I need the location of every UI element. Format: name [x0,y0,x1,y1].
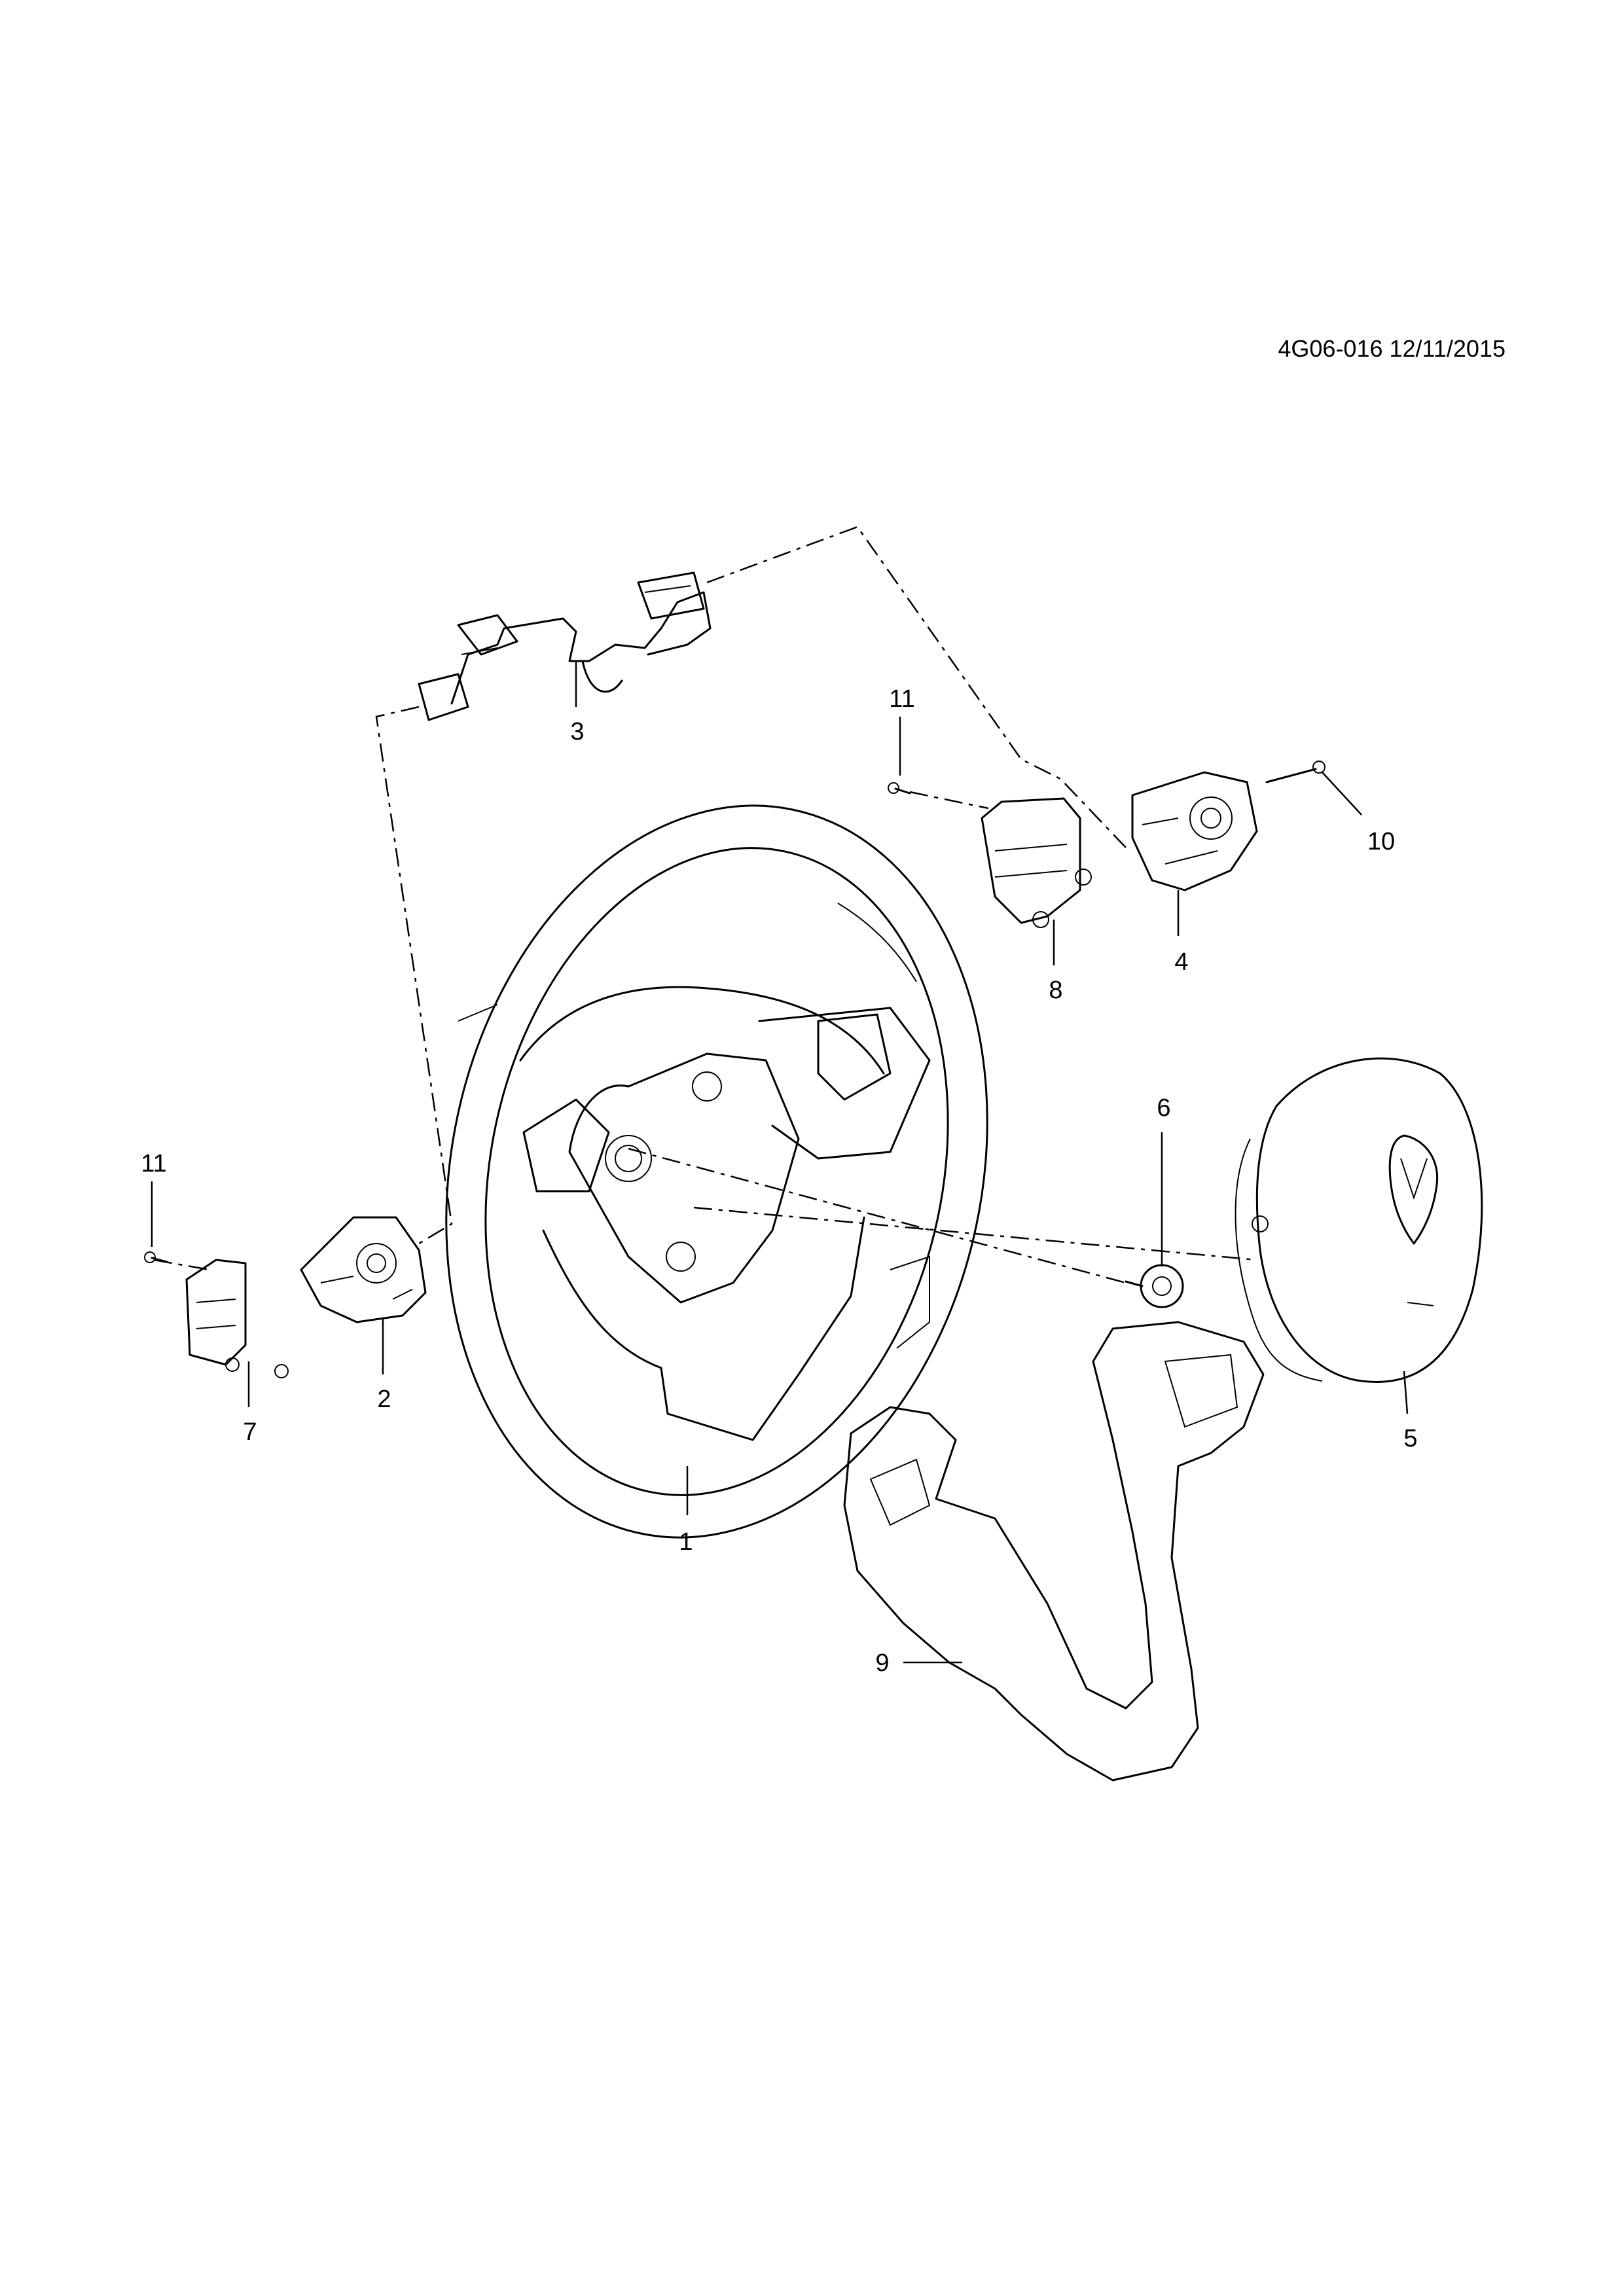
callout-4: 4 [1174,948,1188,976]
right-switch-bracket [981,797,1092,928]
callout-5: 5 [1403,1425,1417,1452]
leader-10 [1322,772,1362,816]
assembly-line-3-to-4 [706,526,1127,848]
callout-7: 7 [243,1418,257,1446]
wiring-harness [418,571,712,721]
callout-3: 3 [570,718,584,745]
leader-5 [1403,1371,1409,1414]
callout-11-upper: 11 [889,685,914,713]
callout-6: 6 [1157,1094,1170,1122]
callout-8: 8 [1049,977,1062,1004]
callout-9: 9 [875,1649,889,1677]
screw-11-lower [144,1251,168,1263]
assembly-line-hub-to-6 [628,1147,1127,1284]
left-switch-assembly [300,1216,427,1323]
steering-wheel [445,804,988,1539]
callout-1: 1 [679,1528,693,1556]
drawing-reference: 4G06-016 12/11/2015 [1278,335,1506,362]
bolt-6 [1125,1264,1184,1308]
assembly-line-3-to-2 [375,706,453,1245]
assembly-line-11-to-8 [909,791,989,810]
callout-2: 2 [377,1386,391,1413]
callout-10: 10 [1367,828,1395,855]
lower-trim-bezel [843,1321,1265,1782]
right-switch-assembly [1131,771,1258,891]
left-switch-bracket [185,1259,289,1378]
assembly-line-hub-to-5 [693,1206,1257,1261]
screw-11-upper [888,782,911,795]
screw-10 [1265,761,1326,783]
airbag-module [1235,1057,1483,1383]
callout-11-lower: 11 [141,1150,166,1177]
